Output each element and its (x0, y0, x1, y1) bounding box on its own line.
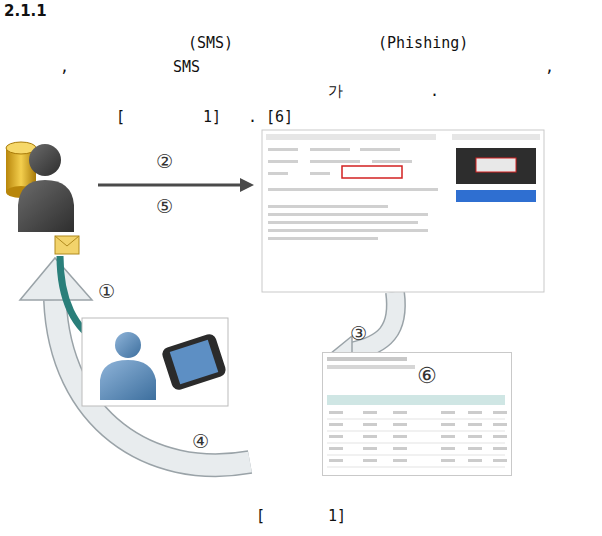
text-fragment: 1] (203, 108, 221, 126)
callout-number: ② (156, 150, 173, 172)
text-fragment: (Phishing) (378, 34, 468, 52)
victim-body (100, 360, 156, 400)
table-screenshot: ⑥ (322, 352, 512, 476)
callout-number: ⑤ (156, 195, 173, 217)
callout-number: ④ (192, 430, 209, 452)
victim-frame (82, 318, 228, 406)
webpage-header (452, 134, 540, 140)
smartphone-screen (170, 340, 219, 385)
text-fragment: [ (116, 108, 125, 126)
query-arrow-edge (350, 292, 396, 352)
webpage-text-lines (268, 148, 438, 240)
return-arrow (55, 300, 250, 465)
sms-envelope (55, 236, 79, 254)
return-arrow-edge (55, 300, 250, 465)
callout-number: ① (98, 280, 115, 302)
request-arrow (98, 184, 240, 187)
query-arrow (350, 292, 396, 352)
text-fragment: SMS (173, 58, 200, 76)
captcha-code (476, 158, 516, 172)
return-arrow-head (20, 258, 92, 300)
section-number: 2.1.1 (4, 2, 47, 20)
smartphone (161, 332, 228, 391)
webpage-header (266, 134, 436, 140)
callout-number: ⑥ (415, 363, 439, 388)
webpage-screenshot (262, 130, 544, 292)
text-fragment: . [6] (248, 108, 293, 126)
text-fragment: , (545, 58, 554, 76)
text-fragment: [ (256, 507, 265, 525)
text-fragment: 1] (328, 507, 346, 525)
highlight-box (342, 166, 402, 178)
attacker-head (29, 144, 61, 176)
text-fragment: 가 (328, 82, 343, 101)
text-fragment: . (430, 82, 439, 100)
text-fragment: (SMS) (188, 34, 233, 52)
captcha-image (456, 148, 536, 184)
submit-button (456, 190, 536, 202)
callout-number: ③ (350, 322, 367, 344)
request-arrow-head (240, 178, 254, 192)
victim-head (115, 332, 141, 358)
text-fragment: , (60, 58, 69, 76)
sms-envelope-flap (55, 236, 79, 246)
attacker-body (18, 180, 74, 232)
